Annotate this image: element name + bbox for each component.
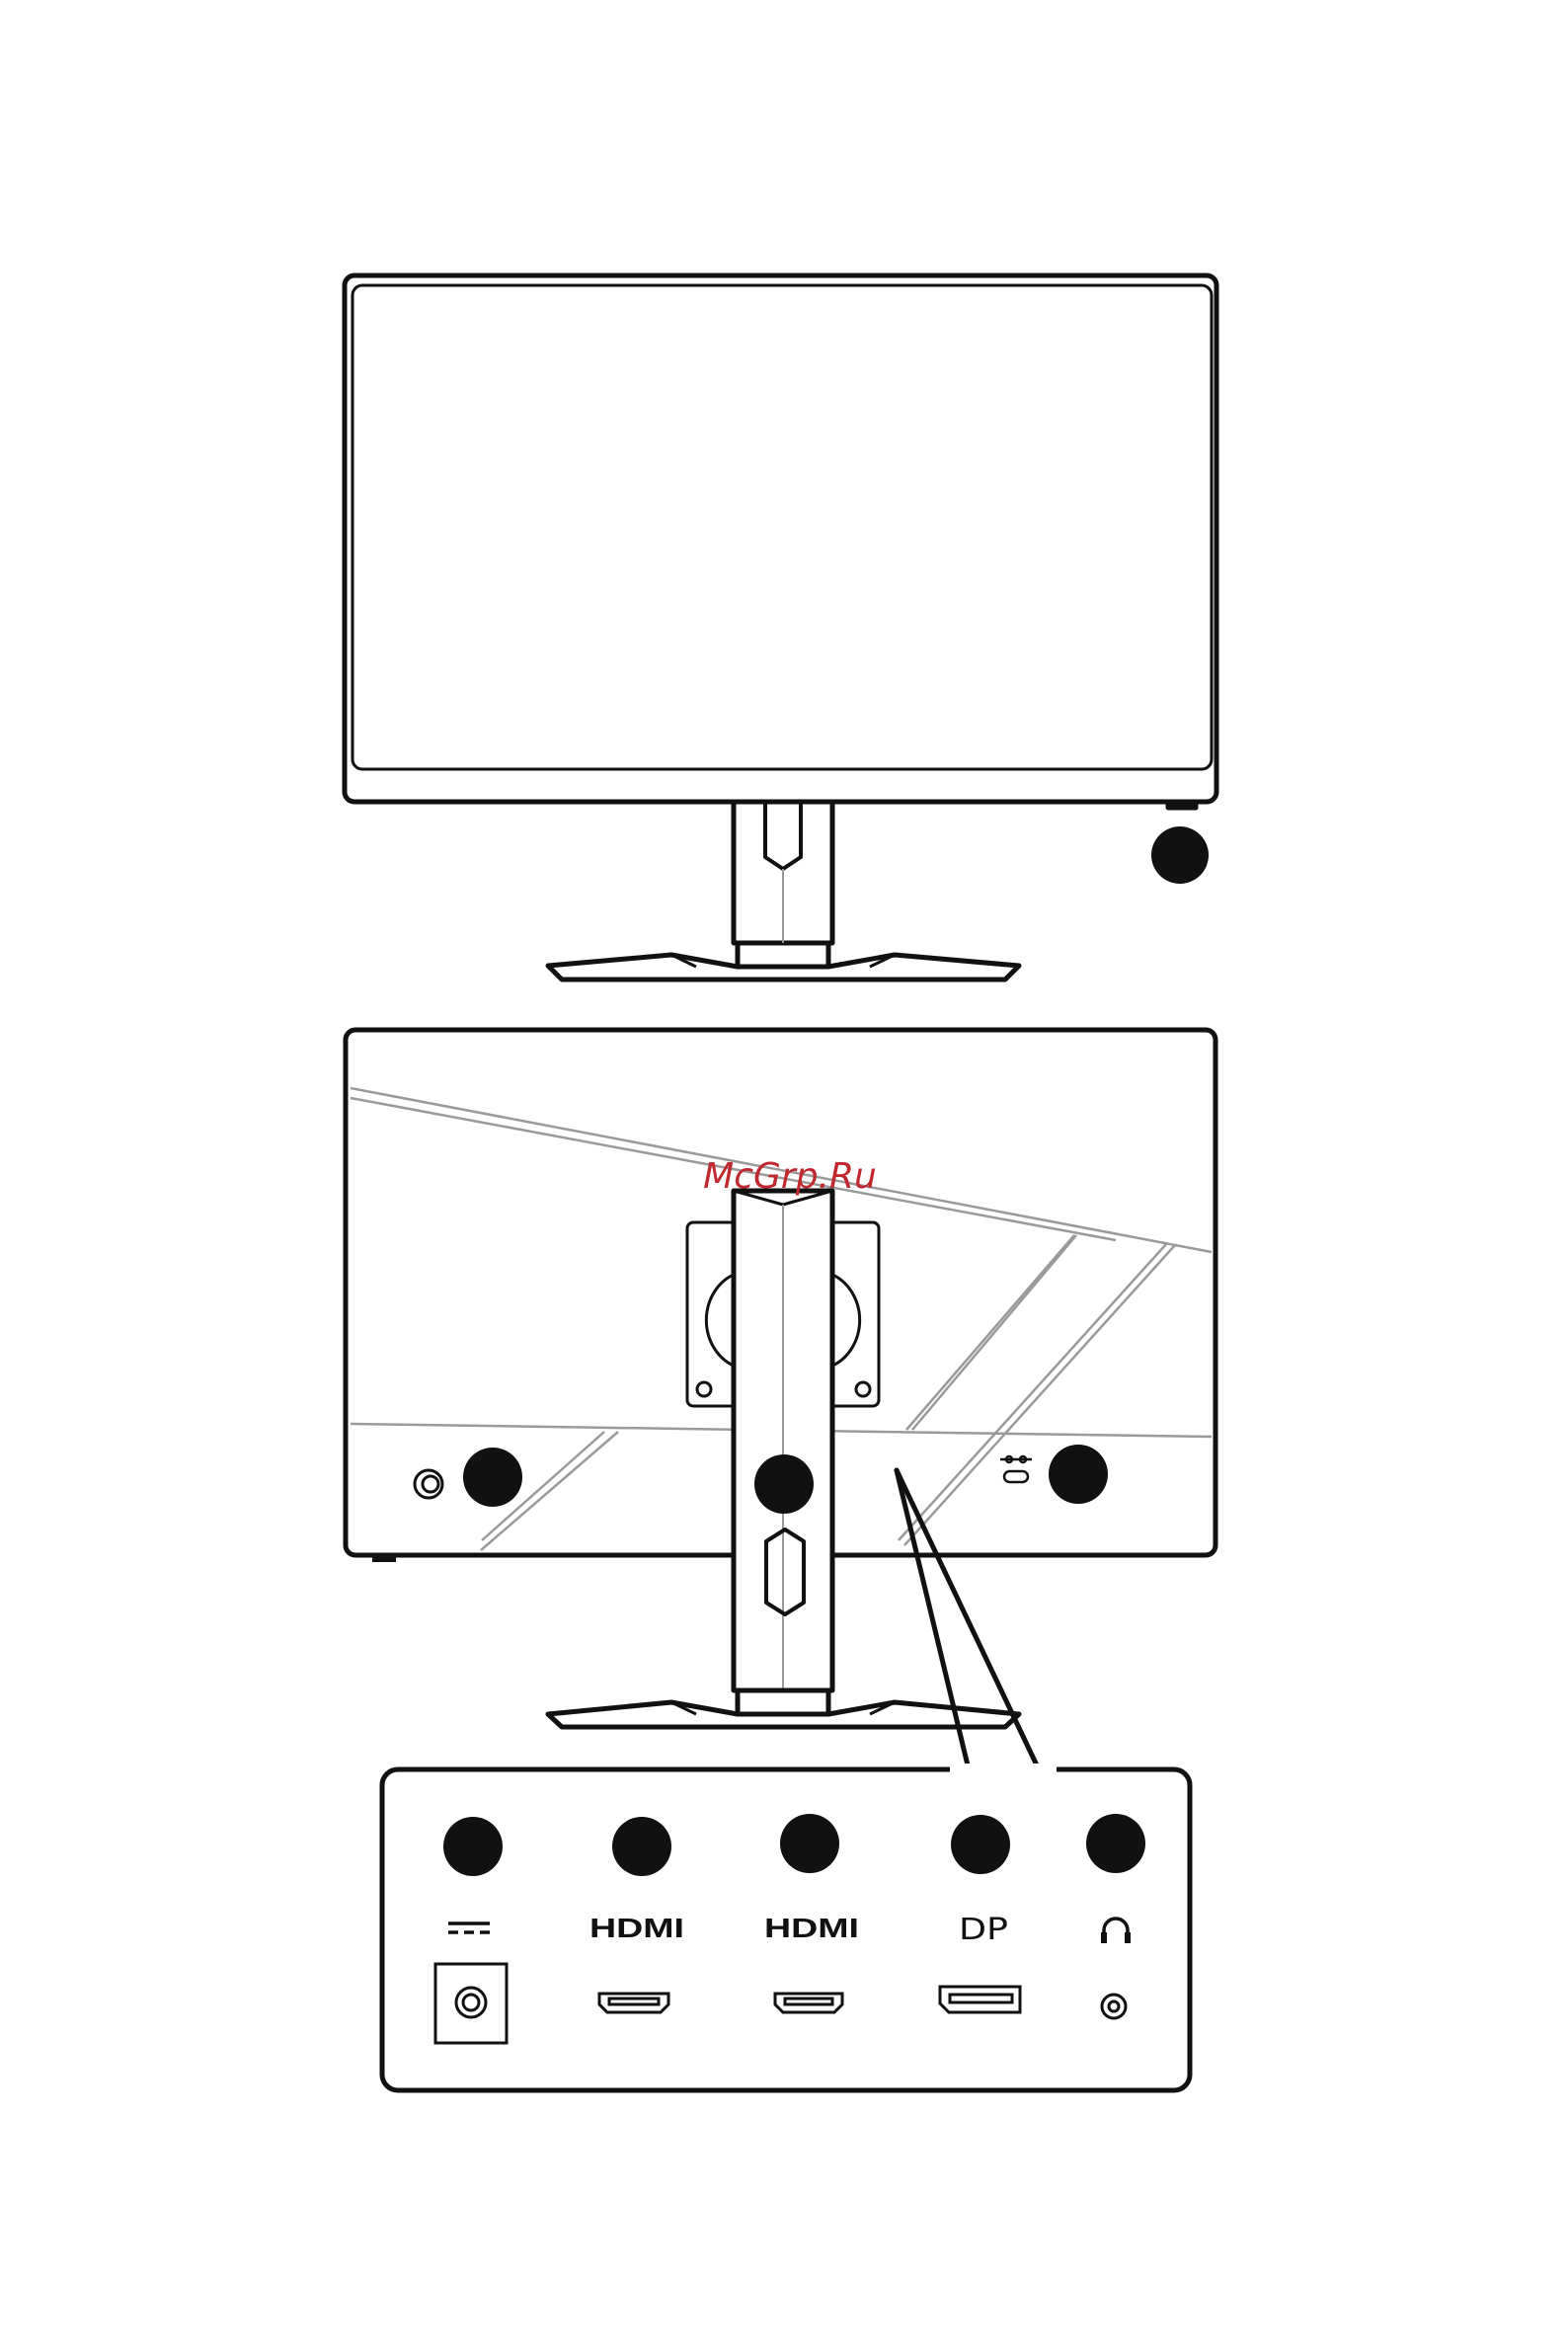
front-bezel — [345, 275, 1216, 802]
port-marker-2 — [612, 1817, 671, 1876]
front-screen — [353, 285, 1212, 769]
callout-marker-front — [1151, 826, 1209, 884]
watermark: McGrp.Ru — [703, 1156, 877, 1197]
callout-marker-navi-key — [463, 1448, 522, 1507]
hdmi-2-label: HDMI — [764, 1913, 859, 1943]
port-marker-3 — [780, 1814, 839, 1873]
io-port-panel: HDMI HDMI DP — [382, 1764, 1190, 2090]
port-marker-5 — [1086, 1814, 1145, 1873]
front-stand — [548, 802, 1019, 980]
callout-marker-stand — [754, 1454, 814, 1514]
callout-marker-lock — [1049, 1445, 1108, 1504]
port-marker-4 — [951, 1815, 1010, 1874]
hdmi-1-label: HDMI — [589, 1913, 684, 1943]
power-button — [1168, 802, 1196, 808]
kensington-lock-icon — [1000, 1456, 1032, 1482]
monitor-rear-view — [346, 1030, 1215, 1727]
navi-key-icon — [415, 1470, 442, 1498]
dp-label: DP — [959, 1913, 1008, 1947]
monitor-front-view — [345, 275, 1216, 980]
rear-foot — [372, 1556, 396, 1562]
port-marker-1 — [443, 1817, 503, 1876]
